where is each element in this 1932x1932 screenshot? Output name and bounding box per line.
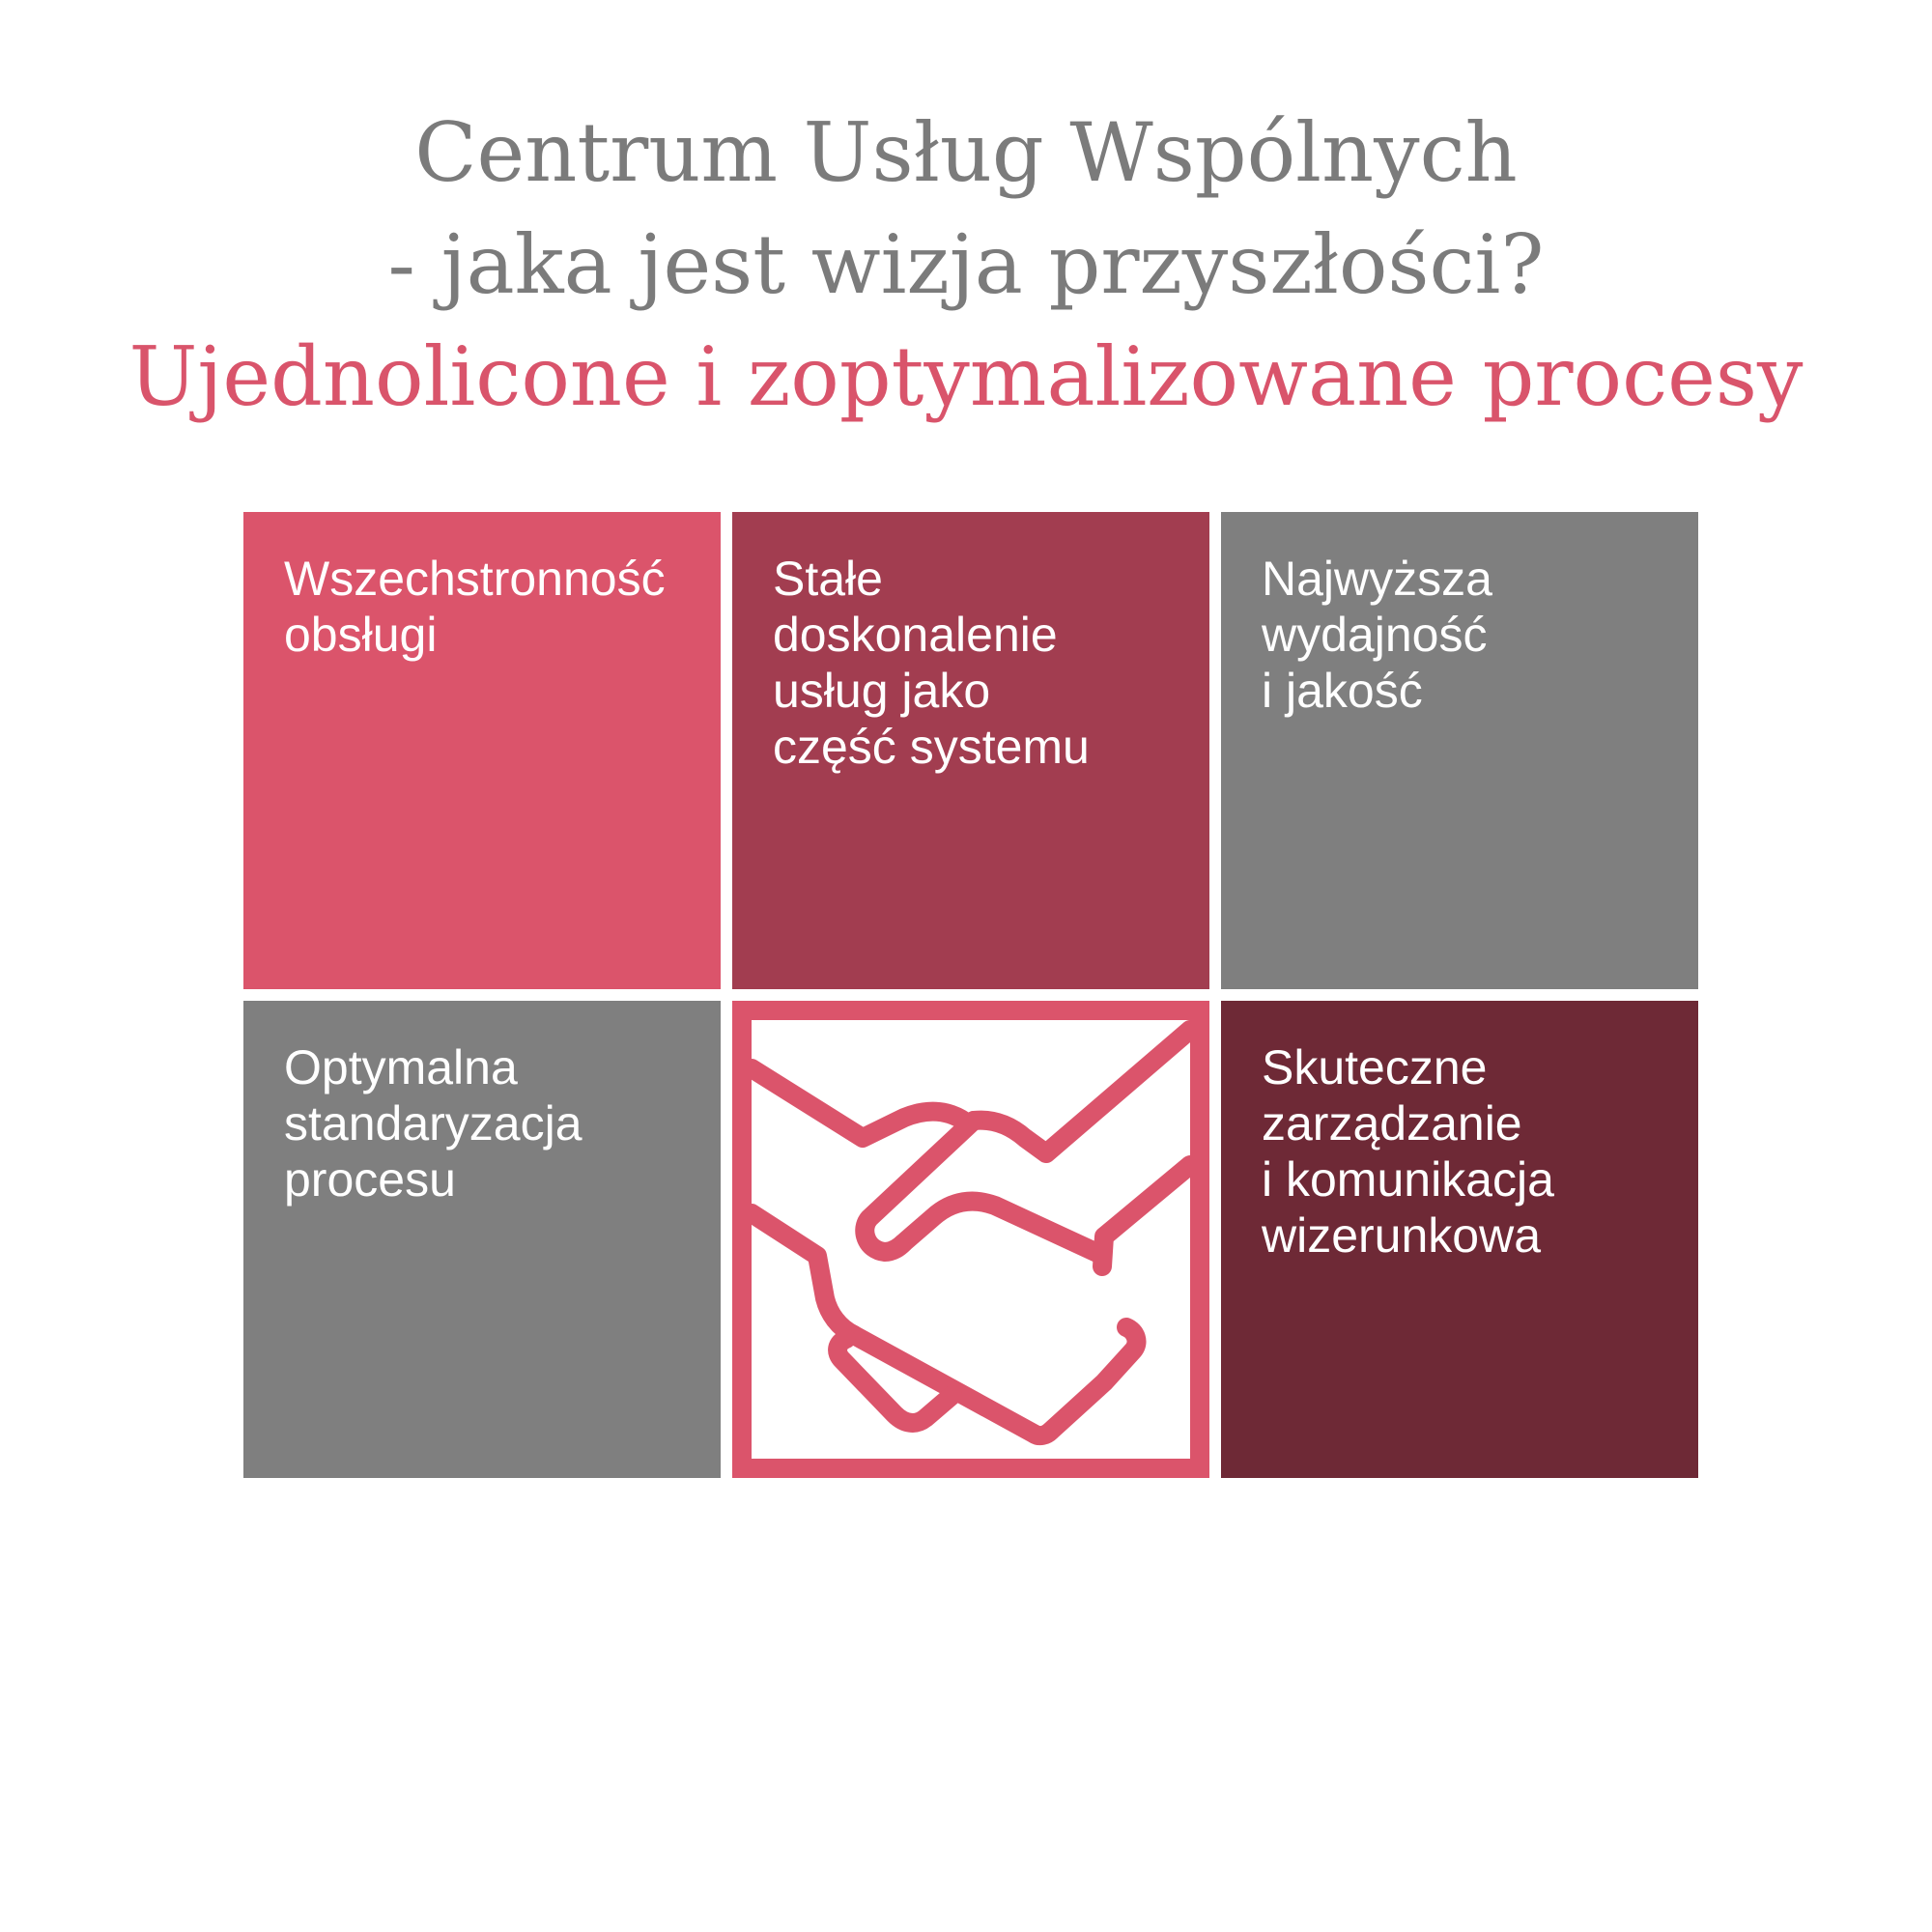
- tile-optymalna-standaryzacja: Optymalna standaryzacja procesu: [243, 1001, 721, 1478]
- feature-grid: Wszechstronność obsługi Stałe doskonalen…: [243, 512, 1698, 1478]
- tile-label: Stałe doskonalenie usług jako część syst…: [773, 552, 1090, 774]
- page-header: Centrum Usług Wspólnych - jaka jest wizj…: [0, 97, 1932, 433]
- tile-label: Najwyższa wydajność i jakość: [1262, 552, 1492, 718]
- title-line-1: Centrum Usług Wspólnych: [414, 105, 1518, 200]
- tile-label: Skuteczne zarządzanie i komunikacja wize…: [1262, 1040, 1554, 1263]
- tile-label: Optymalna standaryzacja procesu: [284, 1040, 582, 1207]
- handshake-icon: [752, 1020, 1190, 1446]
- title-line-2: - jaka jest wizja przyszłości?: [387, 217, 1545, 312]
- subtitle-accent: Ujednolicone i zoptymalizowane procesy: [128, 329, 1804, 424]
- tile-najwyzsza-wydajnosc: Najwyższa wydajność i jakość: [1221, 512, 1698, 989]
- tile-wszechstronnosc: Wszechstronność obsługi: [243, 512, 721, 989]
- handshake-tile: [732, 1001, 1209, 1478]
- tile-label: Wszechstronność obsługi: [284, 552, 666, 662]
- tile-skuteczne-zarzadzanie: Skuteczne zarządzanie i komunikacja wize…: [1221, 1001, 1698, 1478]
- tile-stale-doskonalenie: Stałe doskonalenie usług jako część syst…: [732, 512, 1209, 989]
